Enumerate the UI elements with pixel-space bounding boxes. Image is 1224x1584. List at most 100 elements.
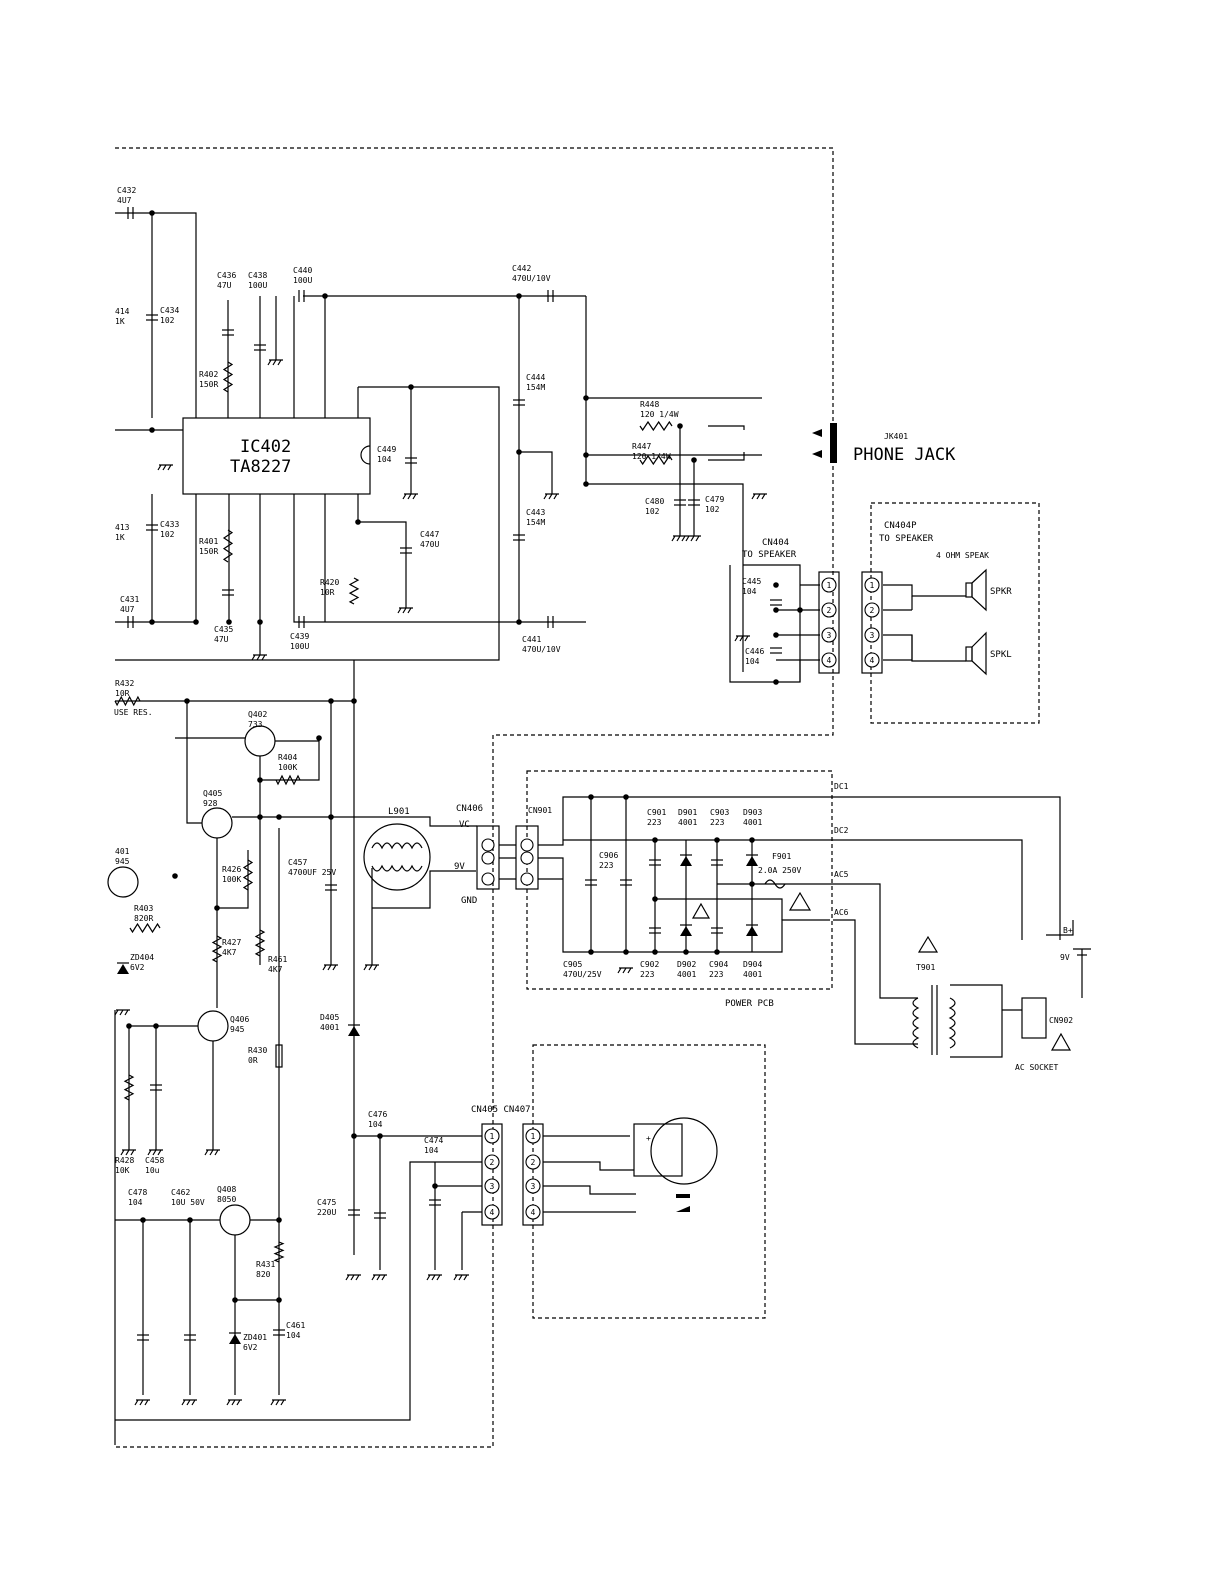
junction-dot <box>714 949 720 955</box>
wire <box>833 883 918 999</box>
ic402-notch <box>360 445 371 465</box>
wire <box>586 483 744 672</box>
cn404p-housing <box>861 571 883 674</box>
resistor-icon <box>275 774 301 786</box>
component-ref: C435 <box>214 625 233 634</box>
pin-number: 1 <box>827 581 832 590</box>
component-value: 104 <box>424 1146 439 1155</box>
junction-dot <box>797 607 803 613</box>
component-value: 4001 <box>678 818 697 827</box>
component-value: 10U 50V <box>171 1198 205 1207</box>
component-ref: C905 <box>563 960 582 969</box>
pin-number: 4 <box>531 1208 536 1217</box>
connector-pin <box>821 627 837 643</box>
l901-coil-icon <box>371 864 423 872</box>
pin-number: 2 <box>870 606 875 615</box>
cn404-desc: TO SPEAKER <box>742 550 797 560</box>
component-ref: C480 <box>645 497 664 506</box>
cn902-ref: CN902 <box>1049 1016 1073 1025</box>
junction-dot <box>583 452 589 458</box>
ground-icon <box>204 1149 220 1156</box>
dc1-label: DC1 <box>834 782 849 791</box>
connector-pin <box>864 602 880 618</box>
component-ref: C449 <box>377 445 396 454</box>
junction-dot <box>516 449 522 455</box>
pin-number: 3 <box>531 1182 536 1191</box>
battery-plus-label: B+ <box>1063 926 1073 935</box>
component-value: 223 <box>647 818 662 827</box>
connector-pin <box>484 1154 500 1170</box>
ground-icon <box>685 535 701 542</box>
component-ref: R404 <box>278 753 297 762</box>
connector-pin <box>525 1154 541 1170</box>
pin-number: 2 <box>490 1158 495 1167</box>
phone-jack: JK401 PHONE JACK <box>812 423 956 465</box>
resistor-icon <box>348 577 360 605</box>
component-ref: C444 <box>526 373 545 382</box>
component-ref: C906 <box>599 851 618 860</box>
cn407-housing <box>522 1123 544 1226</box>
wire <box>372 870 476 909</box>
junction-dot <box>214 905 220 911</box>
component-ref: C904 <box>709 960 728 969</box>
component-value: 100U <box>248 281 267 290</box>
junction-dot <box>276 814 282 820</box>
connector-pin <box>525 1204 541 1220</box>
component-value: 820R <box>134 914 153 923</box>
diode-icon <box>680 856 692 866</box>
component-ref: R432 <box>115 679 134 688</box>
connector-pin <box>821 577 837 593</box>
junction-dot <box>257 777 263 783</box>
speakers: SPKR SPKL <box>965 568 1012 676</box>
transformer-section: T901 CN902 AC SOCKET B+ 9V <box>912 926 1091 1072</box>
component-value: 1K <box>115 317 125 326</box>
component-value: 4U7 <box>117 196 132 205</box>
cn404: CN404 TO SPEAKER CN404P TO SPEAKER 4 OHM… <box>742 521 989 674</box>
component-ref: R447 <box>632 442 651 451</box>
connector-pin <box>525 1178 541 1194</box>
component-value: 470U <box>420 540 439 549</box>
junction-dot <box>588 949 594 955</box>
component-value: 47U <box>217 281 232 290</box>
component-value: 10R <box>115 689 130 698</box>
component-ref: D405 <box>320 1013 339 1022</box>
junction-dot <box>140 1217 146 1223</box>
wire <box>708 452 745 461</box>
ground-icon <box>734 635 750 642</box>
wire <box>883 634 966 662</box>
junction-dots <box>126 210 803 1303</box>
component-ref: R448 <box>640 400 659 409</box>
junction-dot <box>773 679 779 685</box>
component-ref: C475 <box>317 1198 336 1207</box>
ic402-part: TA8227 <box>230 457 291 477</box>
component-value: 470U/25V <box>563 970 602 979</box>
resistor-icon <box>254 929 266 957</box>
component-value: 104 <box>745 657 760 666</box>
warning-icon <box>917 935 939 953</box>
component-ref: C436 <box>217 271 236 280</box>
component-value: 4001 <box>743 818 762 827</box>
component-value: 820 <box>256 1270 271 1279</box>
junction-dot <box>184 698 190 704</box>
